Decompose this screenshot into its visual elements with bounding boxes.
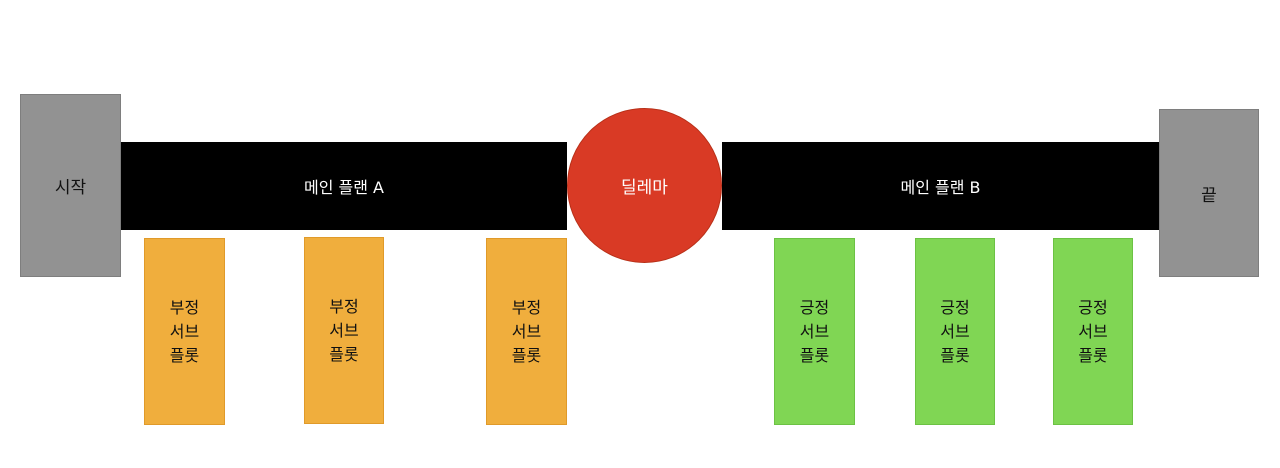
negative-subplot-3: 부정 서브 플롯 [486, 238, 567, 425]
positive-subplot-text: 긍정 [1078, 297, 1108, 317]
positive-subplot-2: 긍정 서브 플롯 [915, 238, 995, 425]
dilemma-label: 딜레마 [621, 178, 668, 198]
start-label: 시작 [54, 178, 87, 198]
positive-subplot-text: 긍정 [940, 297, 970, 317]
negative-subplot-text: 부정 [169, 297, 200, 317]
end-label: 끝 [1201, 185, 1217, 206]
dilemma-node: 딜레마 [567, 108, 722, 263]
positive-subplot-text: 긍정 [799, 297, 830, 317]
end-node: 끝 [1159, 109, 1259, 277]
positive-subplot-text: 플롯 [1078, 345, 1108, 365]
start-node: 시작 [20, 94, 121, 277]
negative-subplot-text: 서브 [169, 321, 200, 341]
negative-subplot-text: 플롯 [511, 345, 542, 365]
positive-subplot-text: 서브 [1078, 321, 1108, 341]
positive-subplot-text: 플롯 [799, 345, 830, 365]
main-plan-b-label: 메인 플랜 B [900, 178, 981, 197]
negative-subplot-text: 플롯 [329, 344, 359, 364]
negative-subplot-text: 플롯 [169, 345, 200, 365]
positive-subplot-text: 서브 [799, 321, 830, 341]
positive-subplot-text: 플롯 [940, 345, 970, 365]
negative-subplot-1: 부정 서브 플롯 [144, 238, 225, 425]
negative-subplot-text: 서브 [511, 321, 542, 341]
negative-subplot-text: 부정 [329, 296, 359, 316]
positive-subplot-1: 긍정 서브 플롯 [774, 238, 855, 425]
main-plan-a-label: 메인 플랜 A [304, 178, 384, 197]
negative-subplot-text: 서브 [329, 320, 359, 340]
main-plan-a-bar: 메인 플랜 A [121, 142, 567, 230]
main-plan-b-bar: 메인 플랜 B [722, 142, 1159, 230]
positive-subplot-text: 서브 [940, 321, 970, 341]
positive-subplot-3: 긍정 서브 플롯 [1053, 238, 1133, 425]
negative-subplot-text: 부정 [511, 297, 542, 317]
negative-subplot-2: 부정 서브 플롯 [304, 237, 384, 424]
